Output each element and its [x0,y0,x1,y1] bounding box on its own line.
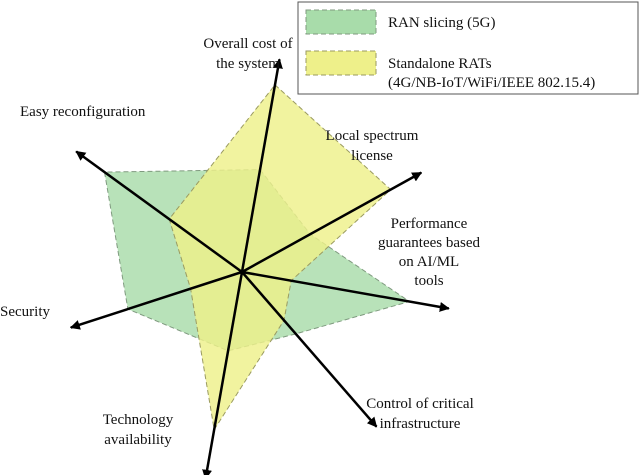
legend-swatch-2 [305,50,377,76]
axis-label-6: Security [0,304,50,320]
axis-line-2 [241,171,423,274]
legend: RAN slicing (5G) Standalone RATs(4G/NB-Io… [297,1,639,95]
axis-line-7 [75,150,243,274]
axis-label-7: Easy reconfiguration [20,104,146,120]
axis-line-6 [69,270,243,330]
series-polygon-2 [168,84,392,431]
axis-line-1 [240,58,283,273]
legend-label-2: Standalone RATs(4G/NB-IoT/WiFi/IEEE 802.… [388,56,595,91]
legend-label-1: RAN slicing (5G) [388,15,496,31]
axis-line-4 [241,271,378,428]
legend-swatch-1 [305,9,377,35]
axis-line-3 [241,270,450,312]
axis-line-5 [202,271,244,475]
